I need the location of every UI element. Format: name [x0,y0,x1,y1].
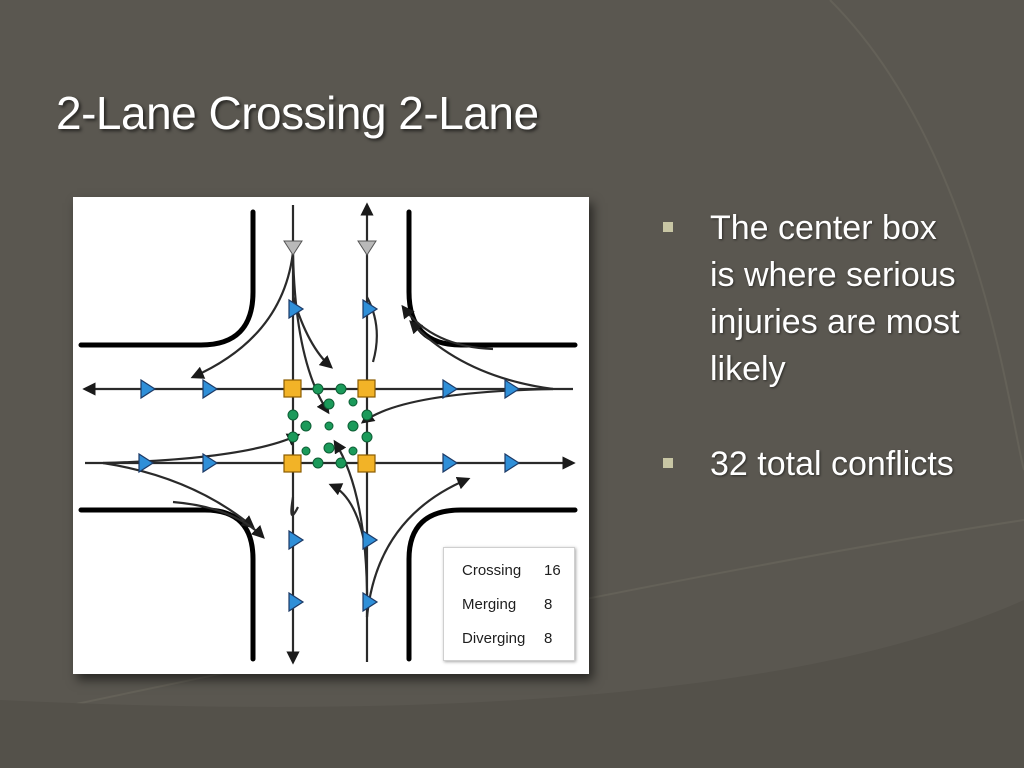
bullet-list: The center box is where serious injuries… [660,205,960,536]
crossing-point [357,454,376,473]
diverging-arrow [202,378,219,400]
crossing-points [283,379,376,473]
diverging-arrow [362,298,379,320]
diverging-arrow [442,378,459,400]
legend-row-merging: Merging 8 [462,596,552,613]
legend-value: 16 [544,562,561,579]
merging-point [312,383,324,395]
diverging-arrow [138,452,155,474]
intersection-diagram: Crossing 16 Merging 8 Diverging 8 [73,197,589,674]
diverging-arrow [504,378,521,400]
bullet-item: 32 total conflicts [660,441,960,488]
diverging-markers [138,298,521,613]
diverging-arrow [288,298,305,320]
intersection-svg [78,202,578,665]
merging-point [347,420,359,432]
merging-points [287,383,373,469]
merging-point [361,431,373,443]
bullet-text: 32 total conflicts [710,445,954,483]
legend-value: 8 [544,596,553,613]
square-bullet-icon [663,458,673,468]
merging-point [323,398,335,410]
square-bullet-icon [663,222,673,232]
bullet-item: The center box is where serious injuries… [660,205,960,393]
merging-point [324,421,334,431]
diverging-arrow [202,452,219,474]
merging-point [348,446,358,456]
merging-point [335,457,347,469]
conflict-legend: Crossing 16 Merging 8 Diverging 8 [443,547,575,661]
legend-row-diverging: Diverging 8 [462,630,552,647]
turning-paths [102,251,554,618]
merging-point [348,397,358,407]
crossing-point [357,379,376,398]
merging-point [323,442,335,454]
merging-point [301,446,311,456]
merging-point [300,420,312,432]
diverging-arrow [362,591,379,613]
legend-label: Crossing [462,562,522,579]
crossing-point [283,454,302,473]
legend-value: 8 [544,630,553,647]
diverging-arrow [288,529,305,551]
entry-marker [283,240,303,256]
diverging-arrow [442,452,459,474]
merging-point [335,383,347,395]
diverging-arrow [140,378,157,400]
diverging-arrow [504,452,521,474]
merging-point [361,409,373,421]
merging-point [312,457,324,469]
gray-markers [283,240,377,256]
bullet-text: The center box is where serious injuries… [710,209,960,388]
exit-marker [357,240,377,256]
legend-label: Merging [462,596,517,613]
legend-row-crossing: Crossing 16 [462,562,561,579]
slide-title: 2-Lane Crossing 2-Lane [56,87,539,139]
legend-label: Diverging [462,630,526,647]
diverging-arrow [288,591,305,613]
diverging-arrow [362,529,379,551]
merging-point [287,409,299,421]
merging-point [287,431,299,443]
crossing-point [283,379,302,398]
